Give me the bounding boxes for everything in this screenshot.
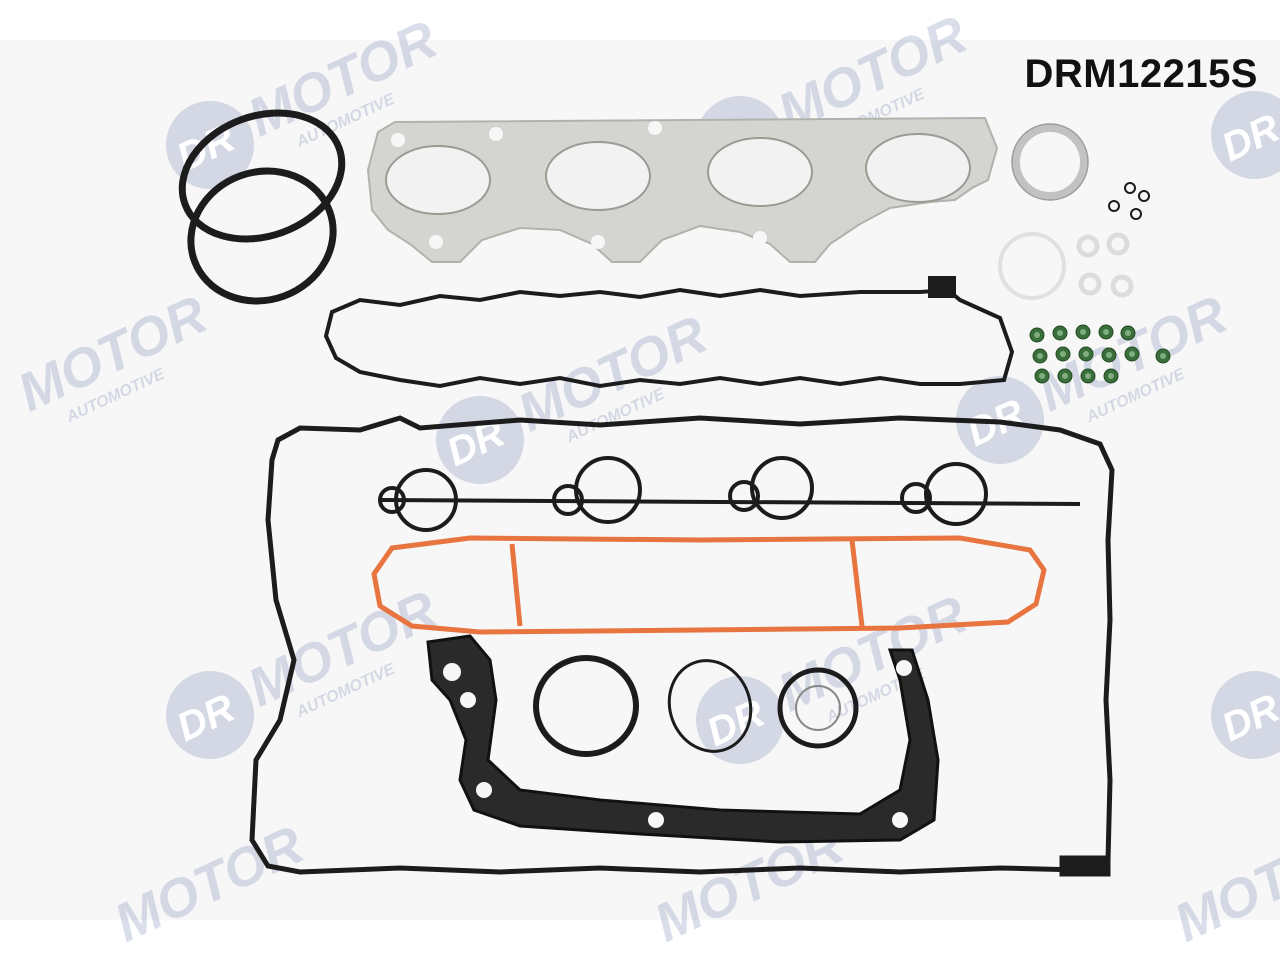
exhaust-manifold-gasket — [366, 116, 999, 263]
cam-cover-gasket — [249, 415, 1115, 877]
timing-cover-gasket — [426, 634, 940, 844]
intake-manifold-gasket — [378, 456, 1081, 532]
part-number-label: DRM12215S — [1024, 52, 1258, 96]
small-rings-cluster — [998, 123, 1150, 300]
valve-stem-seals — [1029, 324, 1171, 384]
valve-cover-gasket — [323, 276, 1015, 389]
orange-gasket — [371, 535, 1047, 635]
large-o-rings — [178, 109, 346, 305]
bottom-seals — [533, 655, 859, 757]
